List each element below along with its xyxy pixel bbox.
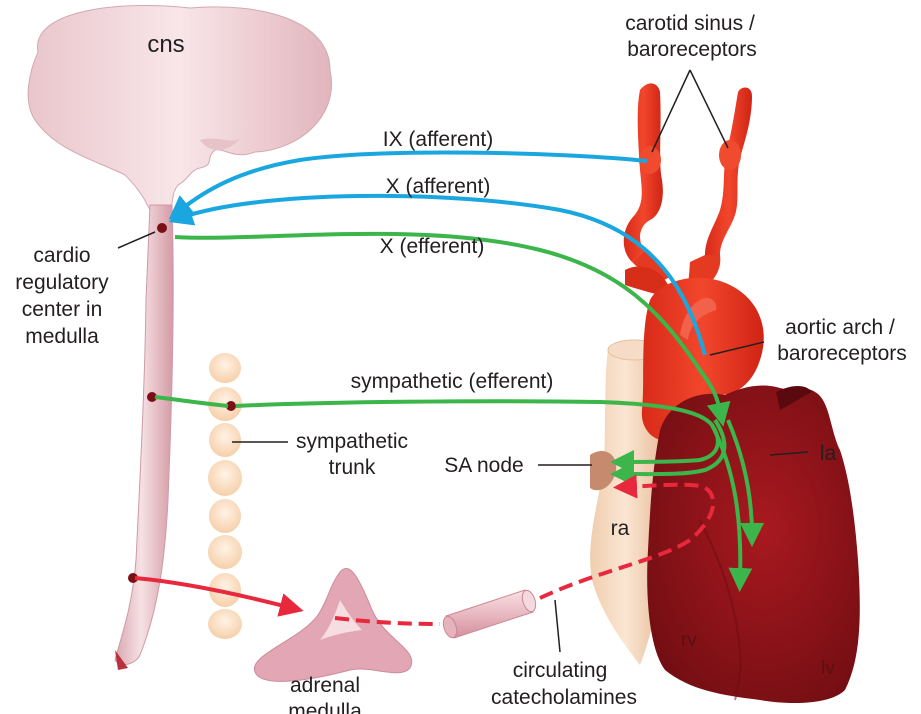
sympathetic-trunk-label-1: sympathetic	[296, 430, 408, 453]
circulating-label-2: catecholamines	[491, 686, 637, 709]
spinal-cord	[115, 205, 173, 670]
rv-label: rv	[681, 630, 697, 651]
cardio-center-label-2: regulatory	[15, 271, 109, 294]
blood-vessel-tube	[441, 589, 538, 640]
aorta-carotid-arteries	[624, 83, 764, 441]
carotid-sinus-label-2: baroreceptors	[627, 38, 757, 61]
cardio-center-label-4: medulla	[25, 325, 99, 348]
aortic-arch-label-1: aortic arch /	[785, 316, 895, 339]
cardio-center-label-3: center in	[22, 298, 103, 321]
carotid-sinus-label-1: carotid sinus /	[625, 12, 755, 35]
adrenal-label-2: medulla	[288, 700, 362, 714]
aortic-arch-label-2: baroreceptors	[777, 342, 907, 365]
sympathetic-efferent-label: sympathetic (efferent)	[351, 370, 554, 393]
sa-node-label: SA node	[444, 454, 523, 477]
ix-afferent-label: IX (afferent)	[383, 128, 494, 151]
la-label: la	[820, 442, 837, 465]
x-efferent-label: X (efferent)	[380, 235, 485, 258]
adrenal-gland	[254, 568, 411, 681]
ra-label: ra	[611, 517, 630, 540]
lv-label: lv	[821, 658, 835, 679]
x-afferent-label: X (afferent)	[386, 175, 491, 198]
medulla-center-dot	[157, 223, 167, 233]
sympathetic-trunk-label-2: trunk	[329, 456, 376, 479]
cardio-center-label-1: cardio	[33, 244, 90, 267]
cns-label: cns	[147, 31, 184, 58]
adrenal-label-1: adrenal	[290, 674, 360, 697]
circulating-label-1: circulating	[513, 659, 608, 682]
